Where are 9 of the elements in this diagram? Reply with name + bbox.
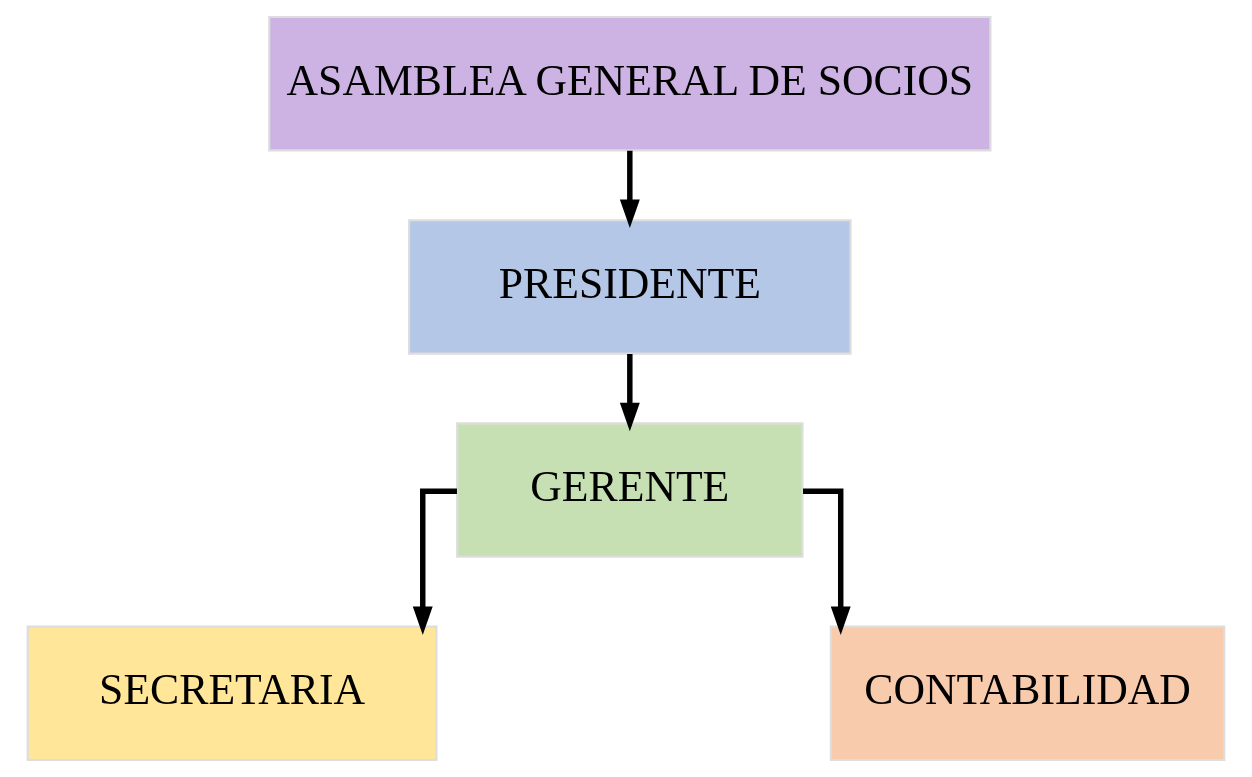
arrow (619, 150, 640, 229)
node-box: PRESIDENTE (408, 219, 852, 355)
node-box: CONTABILIDAD (829, 625, 1226, 762)
node-box: GERENTE (456, 422, 804, 558)
node-box: ASAMBLEA GENERAL DE SOCIOS (268, 15, 992, 152)
node-box: SECRETARIA (26, 625, 438, 762)
arrow (619, 354, 640, 432)
arrow (803, 488, 851, 635)
arrow (412, 488, 457, 635)
